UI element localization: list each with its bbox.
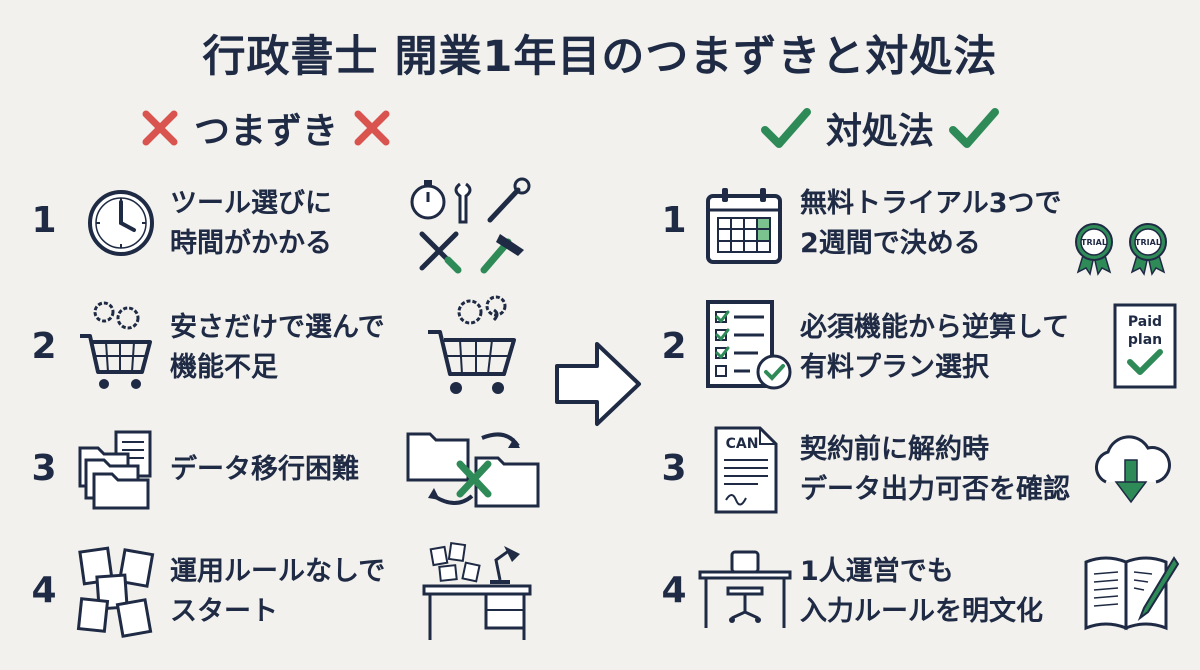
paid-plan-card-icon: Paid plan	[1112, 302, 1178, 390]
solution-label: 必須機能から逆算して有料プラン選択	[800, 312, 1070, 383]
problem-label: ツール選びに時間がかかる	[170, 188, 332, 259]
trial-badge-icon: TRIAL	[1124, 222, 1172, 276]
tools-icon	[408, 176, 538, 276]
trial-badge-text: TRIAL	[1081, 238, 1107, 247]
desk-chair-icon	[696, 548, 794, 632]
cross-icon	[352, 108, 392, 148]
solutions-header-label: 対処法	[826, 111, 935, 152]
contract-document-text: CAN	[726, 436, 759, 452]
problem-number: 2	[31, 326, 57, 367]
trial-badge-text: TRIAL	[1135, 238, 1161, 247]
solution-number: 4	[661, 570, 687, 611]
solution-label: 契約前に解約時データ出力可否を確認	[800, 434, 1070, 505]
contract-document-icon: CAN	[712, 424, 780, 516]
messy-desk-icon	[420, 540, 534, 644]
solution-number: 2	[661, 326, 687, 367]
check-icon	[948, 106, 1000, 150]
problem-number: 4	[31, 570, 57, 611]
open-book-pen-icon	[1082, 550, 1180, 632]
cross-icon	[140, 108, 180, 148]
checklist-icon	[704, 298, 796, 392]
solution-number: 3	[661, 448, 687, 489]
check-icon	[760, 106, 812, 150]
solution-label: 1人運営でも入力ルールを明文化	[800, 556, 1043, 627]
problems-header-label: つまずき	[194, 111, 339, 152]
problem-number: 3	[31, 448, 57, 489]
page-title: 行政書士 開業1年目のつまずきと対処法	[202, 32, 998, 82]
problems-header: つまずき	[140, 102, 392, 154]
cloud-download-icon	[1086, 430, 1176, 510]
broken-cart-icon	[424, 290, 524, 398]
paid-plan-text: plan	[1128, 332, 1162, 348]
folders-icon	[76, 428, 160, 512]
scattered-papers-icon	[76, 546, 160, 638]
trial-badge-icon: TRIAL	[1070, 222, 1118, 276]
problem-label: データ移行困難	[170, 454, 359, 485]
problem-label: 安さだけで選んで機能不足	[170, 312, 385, 383]
paid-plan-text: Paid	[1128, 314, 1162, 330]
shopping-cart-icon	[76, 296, 158, 392]
folder-migration-error-icon	[404, 424, 544, 514]
solutions-header: 対処法	[760, 102, 1000, 154]
solution-number: 1	[661, 200, 687, 241]
problem-number: 1	[31, 200, 57, 241]
problem-label: 運用ルールなしでスタート	[170, 556, 386, 627]
clock-icon	[86, 188, 156, 258]
calendar-icon	[704, 186, 784, 266]
right-arrow-icon	[553, 338, 643, 434]
